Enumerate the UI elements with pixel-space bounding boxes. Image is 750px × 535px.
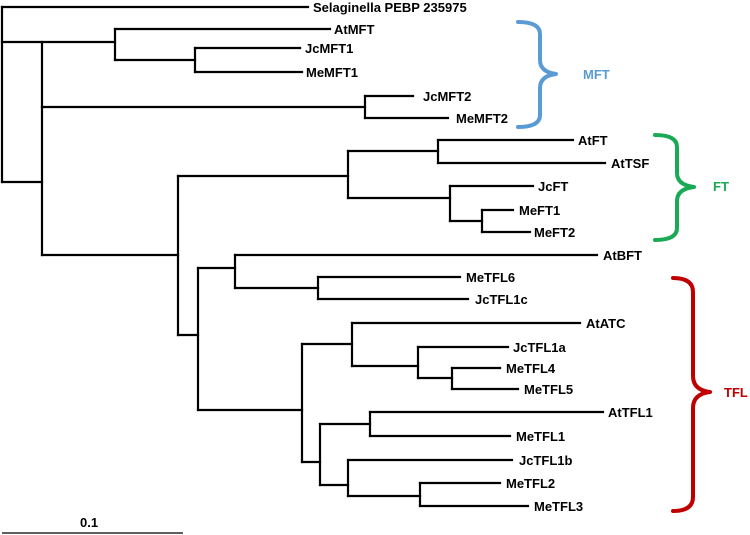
leaf-label-metfl6: MeTFL6	[466, 270, 515, 285]
group-brackets: MFT FT TFL	[516, 20, 748, 513]
leaf-labels: Selaginella PEBP 235975 AtMFT JcMFT1 MeM…	[305, 0, 653, 514]
leaf-label-jctfl1a: JcTFL1a	[513, 340, 567, 355]
bracket-tfl	[671, 276, 712, 513]
leaf-label-jcmft1: JcMFT1	[305, 41, 353, 56]
leaf-label-selaginella: Selaginella PEBP 235975	[313, 0, 467, 15]
leaf-label-memft1: MeMFT1	[306, 65, 358, 80]
leaf-label-atft: AtFT	[578, 133, 608, 148]
group-label-tfl: TFL	[724, 385, 748, 400]
leaf-label-metfl3: MeTFL3	[534, 499, 583, 514]
group-label-ft: FT	[713, 179, 729, 194]
leaf-label-memft2: MeMFT2	[456, 111, 508, 126]
leaf-label-meft1: MeFT1	[519, 203, 560, 218]
leaf-label-metfl5: MeTFL5	[524, 382, 573, 397]
leaf-label-atatc: AtATC	[586, 316, 626, 331]
leaf-label-jcft: JcFT	[538, 179, 568, 194]
leaf-label-attfl1: AtTFL1	[608, 405, 653, 420]
leaf-label-metfl1: MeTFL1	[516, 429, 565, 444]
leaf-label-attsf: AtTSF	[611, 156, 649, 171]
scale-bar-label: 0.1	[80, 515, 98, 530]
leaf-label-jcmft2: JcMFT2	[423, 89, 471, 104]
group-label-mft: MFT	[583, 67, 610, 82]
leaf-label-atbft: AtBFT	[603, 248, 642, 263]
scale-bar: 0.1	[2, 515, 183, 534]
leaf-label-atmft: AtMFT	[334, 22, 374, 37]
leaf-label-jctfl1c: JcTFL1c	[475, 292, 528, 307]
leaf-label-metfl4: MeTFL4	[506, 361, 556, 376]
leaf-label-metfl2: MeTFL2	[506, 476, 555, 491]
leaf-label-meft2: MeFT2	[534, 225, 575, 240]
leaf-label-jctfl1b: JcTFL1b	[519, 453, 573, 468]
bracket-ft	[653, 133, 696, 242]
tree-branches	[0, 5, 607, 508]
bracket-mft	[516, 20, 558, 129]
